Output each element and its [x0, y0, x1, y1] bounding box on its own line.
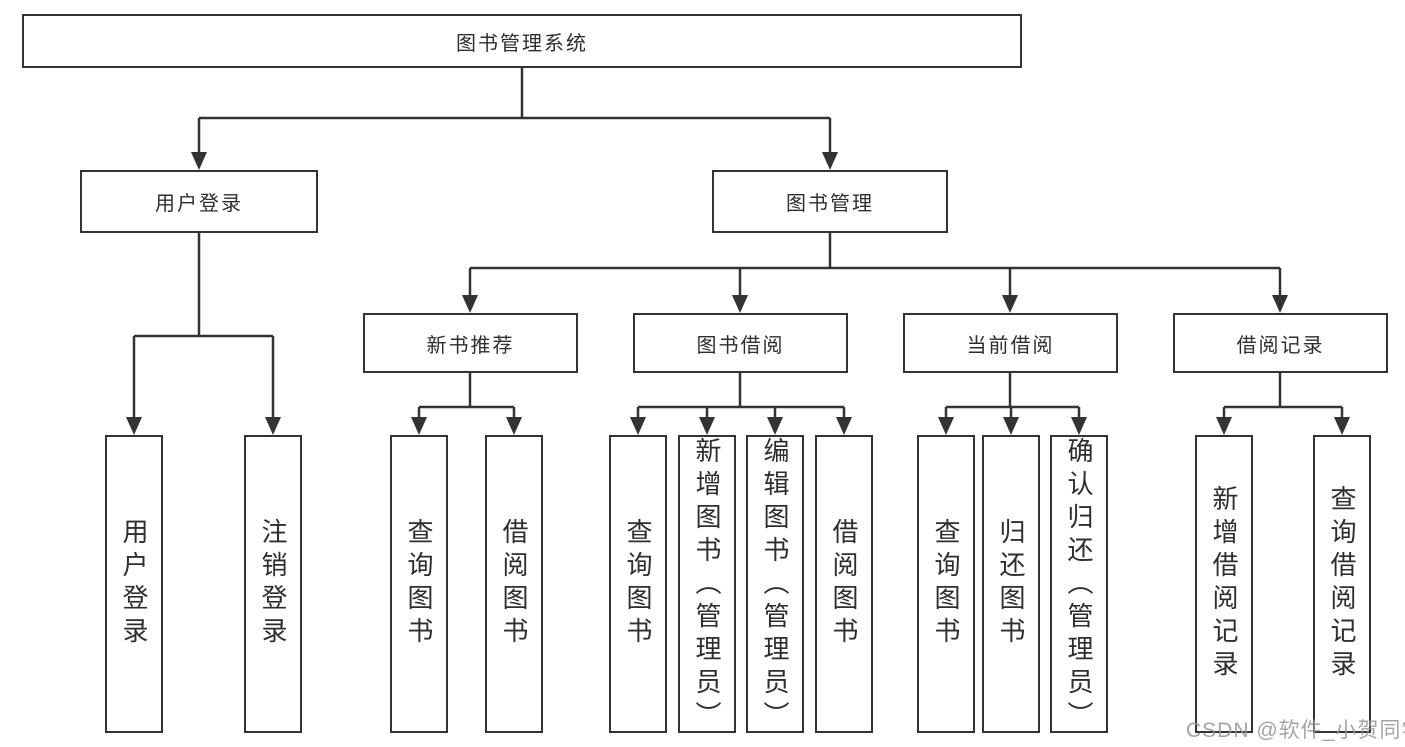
- leaf-borrow-books: 借阅图书: [815, 435, 873, 733]
- connector-newbook-to-leaves: [417, 373, 516, 421]
- leaf-confirm-return-admin: 确认归还（管理员）: [1050, 435, 1108, 734]
- leaf-query-books: 查询图书: [917, 435, 975, 733]
- connector-userlogin-to-leaves: [132, 233, 275, 421]
- leaf-query-books: 查询图书: [390, 435, 448, 733]
- leaf-return-books: 归还图书: [982, 435, 1040, 733]
- node-borrow-record: 借阅记录: [1173, 313, 1388, 373]
- connector-bookborrow-to-leaves: [636, 373, 846, 421]
- connector-currentborrow-to-leaves: [944, 373, 1081, 421]
- node-current-borrow: 当前借阅: [903, 313, 1118, 373]
- connector-borrowrecord-to-leaves: [1222, 373, 1344, 421]
- leaf-query-books: 查询图书: [609, 435, 667, 733]
- arrowheads-currentborrow-leaves: [938, 417, 1087, 435]
- arrowheads-root-to-level2: [191, 152, 838, 170]
- leaf-borrow-books: 借阅图书: [485, 435, 543, 733]
- arrowheads-newbook-leaves: [411, 417, 522, 435]
- node-book-management: 图书管理: [712, 170, 948, 233]
- leaf-edit-books-admin: 编辑图书（管理员）: [746, 435, 804, 734]
- arrowheads-bookmgmt-level3: [462, 295, 1288, 313]
- leaf-add-books-admin: 新增图书（管理员）: [678, 435, 736, 734]
- connector-bookmgmt-to-level3: [468, 233, 1282, 299]
- node-library-management-system: 图书管理系统: [22, 14, 1022, 68]
- arrowheads-userlogin-leaves: [126, 417, 281, 435]
- arrowheads-borrowrecord-leaves: [1216, 417, 1350, 435]
- arrowheads-bookborrow-leaves: [630, 417, 852, 435]
- node-user-login: 用户登录: [80, 170, 318, 233]
- csdn-watermark: CSDN @软件_小贺同学: [1186, 719, 1405, 742]
- node-new-book-recommend: 新书推荐: [363, 313, 578, 373]
- leaf-logout: 注销登录: [244, 435, 302, 733]
- leaf-user-login: 用户登录: [105, 435, 163, 733]
- leaf-add-borrow-record: 新增借阅记录: [1195, 435, 1253, 733]
- leaf-query-borrow-record: 查询借阅记录: [1313, 435, 1371, 733]
- connector-root-to-level2: [197, 68, 832, 156]
- node-book-borrow: 图书借阅: [633, 313, 848, 373]
